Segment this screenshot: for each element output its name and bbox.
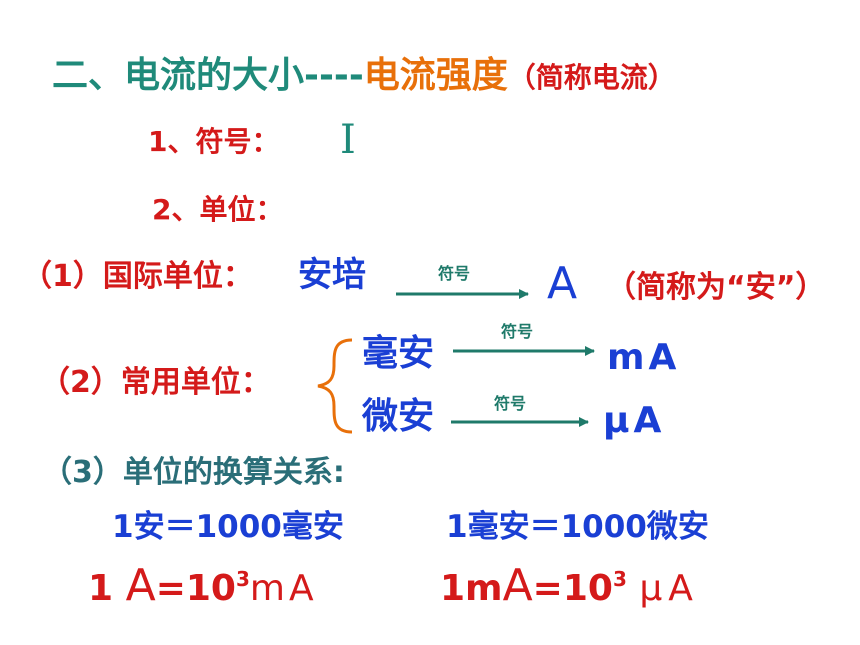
title-part3: （简称电流） [507, 61, 676, 94]
formula-2-rhs: μA [639, 568, 699, 609]
formula-1-eq: =10 [155, 568, 236, 609]
conversion-label: （3）单位的换算关系: [42, 455, 345, 490]
formula-2-eq: =10 [532, 568, 613, 609]
si-unit-note: （简称为“安”） [606, 270, 826, 305]
symbol-value: I [340, 117, 356, 163]
unit-label: 2、单位： [152, 193, 284, 226]
si-unit-symbol: A [547, 258, 578, 309]
ma-arrow-label: 符号 [501, 322, 534, 341]
common-unit-symbol-ua: μA [603, 400, 666, 441]
si-unit-label: （1）国际单位： [22, 259, 253, 294]
conversion-eq1: 1安＝1000毫安 [112, 509, 344, 545]
page-title: 二、电流的大小----电流强度（简称电流） [52, 58, 676, 94]
common-unit-name-ua: 微安 [362, 396, 435, 437]
formula-1: 1 A=103mA [88, 564, 318, 608]
ua-arrow-label: 符号 [494, 394, 527, 413]
si-unit-name: 安培 [298, 255, 366, 295]
common-unit-name-ma: 毫安 [362, 333, 435, 374]
formula-2-lhs-unit: A [502, 560, 533, 611]
conversion-eq2: 1毫安＝1000微安 [446, 509, 709, 545]
formula-2: 1mA=103 μA [440, 564, 699, 608]
formula-1-lhs-unit: A [125, 560, 156, 611]
title-part1: 二、电流的大小---- [52, 55, 364, 96]
formula-1-lhs-num: 1 [88, 568, 114, 609]
si-arrow-label: 符号 [438, 264, 471, 283]
title-part2: 电流强度 [363, 55, 508, 96]
formula-2-exp: 3 [612, 567, 627, 591]
symbol-label: 1、符号： [148, 125, 280, 158]
brace [317, 338, 353, 434]
formula-1-rhs: mA [249, 568, 318, 609]
formula-1-exp: 3 [235, 567, 250, 591]
common-unit-symbol-ma: mA [607, 337, 681, 378]
common-unit-label: （2）常用单位： [40, 365, 271, 400]
formula-2-lhs-num: 1m [440, 568, 503, 609]
